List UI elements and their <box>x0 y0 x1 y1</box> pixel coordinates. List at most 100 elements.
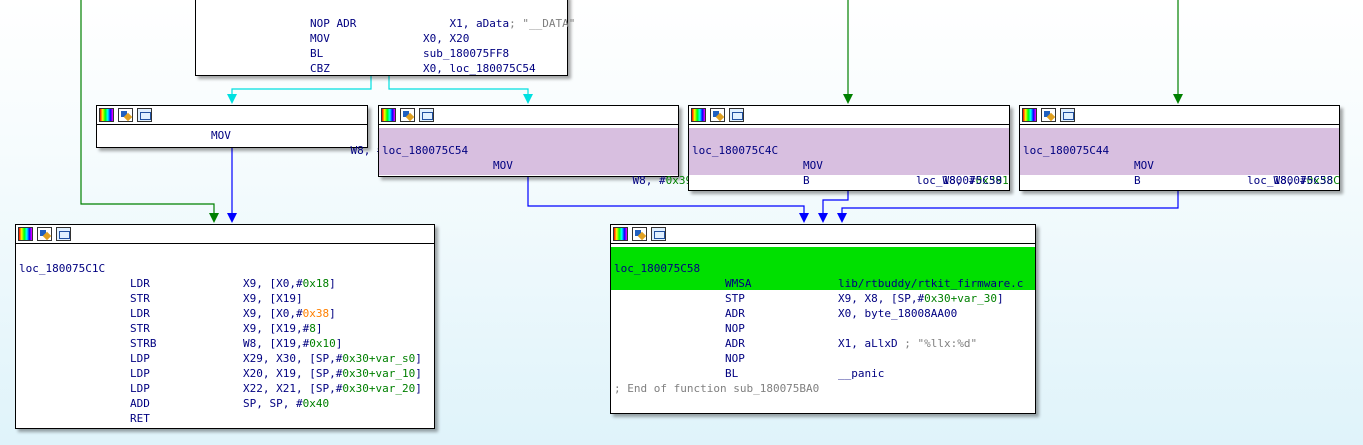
instr-operand: X9, [X0,#0x38] <box>243 307 336 320</box>
highlight-band <box>611 247 1035 290</box>
end-comment: ; End of function sub_180075BA0 <box>614 382 820 395</box>
block-label[interactable]: loc_180075C1C <box>19 262 106 275</box>
view-icon[interactable] <box>651 227 666 241</box>
edge-cyan-mov0 <box>231 75 372 96</box>
instr-operand: X0, byte_18008AA00 <box>838 307 958 320</box>
instr-operand: X9, [X19,#8] <box>243 322 323 335</box>
highlight-band <box>379 128 678 175</box>
instr-operand[interactable]: sub_180075FF8 <box>423 47 510 60</box>
color-edit-icon[interactable] <box>118 108 133 122</box>
color-edit-icon[interactable] <box>1041 108 1056 122</box>
instr-operand: X1, aData; "__DATA" <box>449 17 576 30</box>
graph-icon[interactable] <box>18 227 33 241</box>
block-label[interactable]: loc_180075C44 <box>1023 144 1110 157</box>
block-label[interactable]: loc_180075C54 <box>382 144 469 157</box>
code-block-c44[interactable]: loc_180075C44 MOV W8, #0x38C B loc_18007… <box>1019 105 1340 191</box>
instr-operand: W8, #0x39E <box>632 174 699 187</box>
instr-mnemonic: ADR <box>725 307 745 320</box>
block-label[interactable]: loc_180075C4C <box>692 144 779 157</box>
highlight-band <box>689 128 1009 175</box>
instr-mnemonic: NOP <box>725 352 745 365</box>
arrowhead <box>227 94 237 104</box>
instr-row: MOV <box>310 32 330 45</box>
edge-blue-c4c <box>822 190 849 216</box>
arrowhead <box>1173 94 1183 104</box>
instr-operand: X20, X19, [SP,#0x30+var_10] <box>243 367 422 380</box>
instr-row: BL <box>310 47 324 60</box>
edge-blue-c44 <box>841 190 1179 216</box>
code-block-top[interactable]: ADR X1, aData; "__DATA" NOP MOV X0, X20 … <box>195 0 575 76</box>
graph-icon[interactable] <box>613 227 628 241</box>
instr-mnemonic: MOV <box>1134 159 1154 172</box>
instr-operand: SP, SP, #0x40 <box>243 397 330 410</box>
color-edit-icon[interactable] <box>400 108 415 122</box>
code-block-mov0[interactable]: MOV W8, #0 <box>96 105 390 157</box>
view-icon[interactable] <box>419 108 434 122</box>
instr-mnemonic: LDR <box>130 277 150 290</box>
instr-mnemonic: LDP <box>130 352 150 365</box>
arrowhead <box>523 94 533 104</box>
instr-mnemonic: B <box>803 174 810 187</box>
code-block-c54[interactable]: loc_180075C54 MOV W8, #0x39E <box>378 105 699 187</box>
instr-operand: __panic <box>838 367 885 380</box>
code-block-c4c[interactable]: loc_180075C4C MOV W8, #0x391 B loc_18007… <box>688 105 1010 191</box>
node-toolbar <box>16 225 434 244</box>
instr-mnemonic: STR <box>130 292 150 305</box>
instr-operand: X29, X30, [SP,#0x30+var_s0] <box>243 352 422 365</box>
arrowhead <box>818 213 828 223</box>
arrowhead <box>209 213 219 223</box>
color-edit-icon[interactable] <box>37 227 52 241</box>
instr-mnemonic: MOV <box>493 159 513 172</box>
instr-mnemonic: STRB <box>130 337 157 350</box>
instr-mnemonic: LDP <box>130 382 150 395</box>
instr-operand: W8, [X19,#0x10] <box>243 337 343 350</box>
instr-row: NOP <box>310 17 330 30</box>
instr-operand[interactable]: X0, loc_180075C54 <box>423 62 536 75</box>
instr-mnemonic: ADD <box>130 397 150 410</box>
arrowhead <box>843 94 853 104</box>
instr-mnemonic: ADR <box>725 337 745 350</box>
instr-operand: X9, X8, [SP,#0x30+var_30] <box>838 292 1004 305</box>
instr-mnemonic: MOV <box>211 129 231 142</box>
node-toolbar <box>689 106 1009 125</box>
instr-operand: X1, aLlxD ; "%llx:%d" <box>838 337 978 350</box>
instr-operand: W8, #0x391 <box>942 174 1009 187</box>
graph-icon[interactable] <box>381 108 396 122</box>
color-edit-icon[interactable] <box>710 108 725 122</box>
graph-icon[interactable] <box>1022 108 1037 122</box>
instr-mnemonic: LDP <box>130 367 150 380</box>
highlight-band <box>1020 128 1339 175</box>
instr-operand[interactable]: loc_180075C58 <box>916 174 1003 187</box>
instr-mnemonic: WMSA <box>725 277 752 290</box>
instr-mnemonic: STP <box>725 292 745 305</box>
instr-operand: W8, #0x38C <box>1273 174 1340 187</box>
block-label[interactable]: loc_180075C58 <box>614 262 701 275</box>
instr-row: ADR <box>336 17 357 30</box>
instr-mnemonic: LDR <box>130 307 150 320</box>
edge-green-left <box>80 0 215 216</box>
view-icon[interactable] <box>56 227 71 241</box>
graph-icon[interactable] <box>691 108 706 122</box>
instr-operand[interactable]: loc_180075C58 <box>1247 174 1334 187</box>
arrowhead <box>837 213 847 223</box>
code-block-c58[interactable]: loc_180075C58 WMSA lib/rtbuddy/rtkit_fir… <box>610 224 1036 414</box>
node-toolbar <box>379 106 678 125</box>
instr-row: CBZ <box>310 62 330 75</box>
code-block-c1c[interactable]: loc_180075C1C LDR X9, [X0,#0x18] STR X9, [X… <box>15 224 435 429</box>
instr-operand: X0, X20 <box>423 32 470 45</box>
view-icon[interactable] <box>729 108 744 122</box>
view-icon[interactable] <box>1060 108 1075 122</box>
node-toolbar <box>1020 106 1339 125</box>
view-icon[interactable] <box>137 108 152 122</box>
instr-operand: lib/rtbuddy/rtkit_firmware.c <box>838 277 1024 290</box>
instr-mnemonic: MOV <box>803 159 823 172</box>
instr-operand: X9, [X0,#0x18] <box>243 277 336 290</box>
instr-mnemonic: BL <box>725 367 739 380</box>
instr-mnemonic: RET <box>130 412 150 425</box>
instr-mnemonic: NOP <box>725 322 745 335</box>
edge-cyan-c54 <box>388 75 529 96</box>
color-edit-icon[interactable] <box>632 227 647 241</box>
edge-blue-c54 <box>527 176 805 216</box>
arrowhead <box>799 213 809 223</box>
graph-icon[interactable] <box>99 108 114 122</box>
